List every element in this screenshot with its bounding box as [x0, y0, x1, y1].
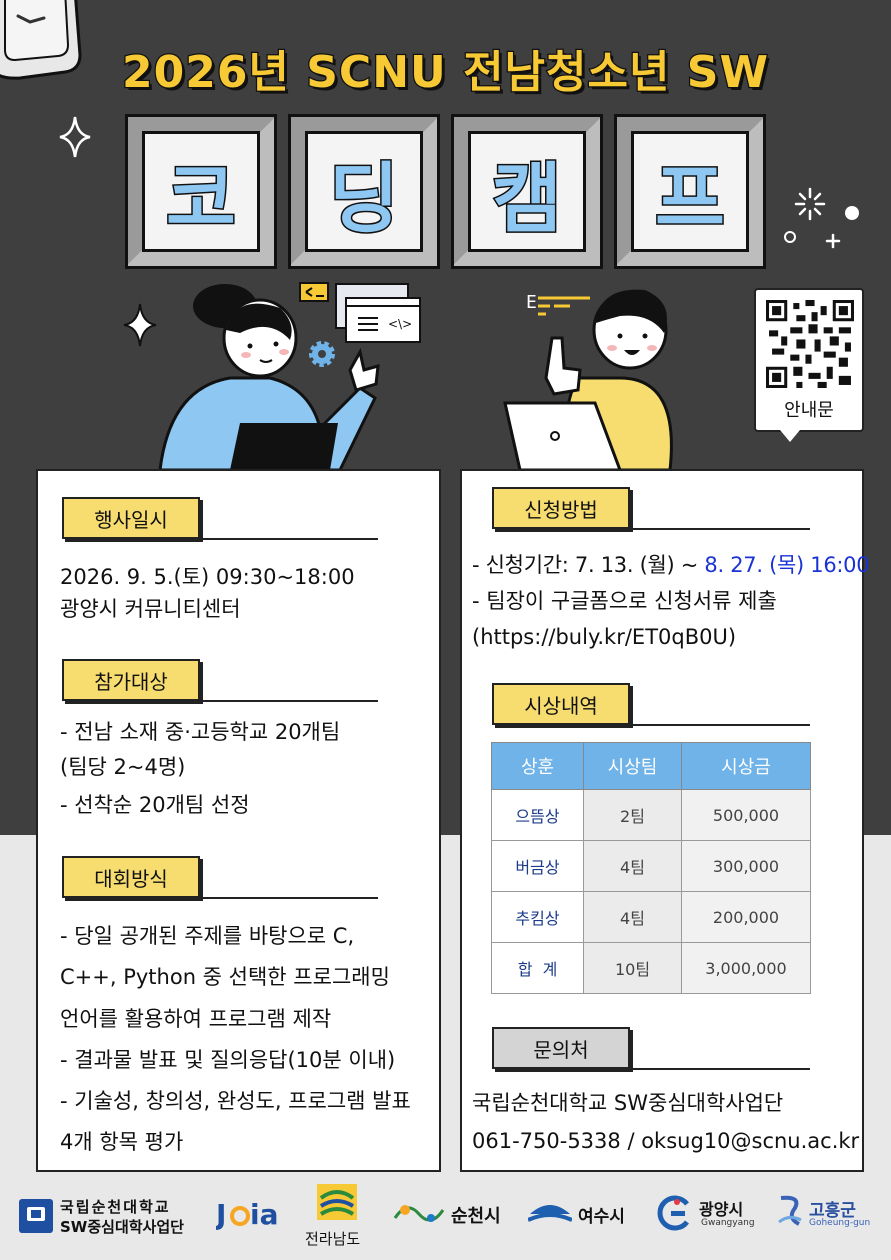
tile-glyph: 딩: [328, 152, 401, 244]
qr-code-icon[interactable]: [766, 300, 854, 388]
eligibility-line: - 선착순 20개팀 선정: [60, 793, 250, 817]
contact-phone-email[interactable]: 061-750-5338 / oksug10@scnu.ac.kr: [472, 1129, 860, 1153]
yeosu-name: 여수시: [578, 1207, 625, 1227]
page-title: 2026년 SCNU 전남청소년 SW: [121, 46, 770, 100]
table-cell: 추킴상: [491, 891, 584, 943]
table-cell: 4팀: [583, 891, 682, 943]
divider: [630, 1068, 810, 1070]
table-header: 시상팀: [583, 742, 682, 790]
divider: [200, 538, 378, 540]
gwangyang-en: Gwangyang: [701, 1218, 755, 1228]
contact-label: 문의처: [492, 1027, 630, 1069]
scnu-name: 국립순천대학교: [60, 1198, 171, 1216]
table-header: 상훈: [491, 742, 584, 790]
svg-text:<\>: <\>: [388, 317, 412, 331]
tile-co: 코: [125, 114, 277, 269]
table-cell: 합 계: [491, 942, 584, 994]
jeonnam-emblem-icon: [317, 1184, 357, 1220]
tile-glyph: 캠: [491, 152, 564, 244]
table-header-row: 상훈 시상팀 시상금: [491, 742, 811, 790]
keyboard-key-icon: [0, 0, 82, 80]
goheung-name: 고흥군: [809, 1201, 856, 1221]
suncheon-emblem-icon: [393, 1205, 445, 1222]
info-card-left: 행사일시 2026. 9. 5.(토) 09:30~18:00 광양시 커뮤니티…: [36, 469, 441, 1172]
format-line: 4개 항목 평가: [60, 1130, 184, 1154]
svg-text:J: J: [216, 1198, 226, 1231]
divider: [630, 724, 810, 726]
table-cell: 10팀: [583, 942, 682, 994]
svg-text:E: E: [526, 292, 537, 313]
format-line: 언어를 활용하여 프로그램 제작: [60, 1007, 332, 1031]
qr-code-box[interactable]: 안내문: [754, 288, 864, 432]
format-line: C++, Python 중 선택한 프로그래밍: [60, 965, 390, 989]
qr-speech-tail: [780, 430, 800, 442]
apply-period-text: - 신청기간: 7. 13. (월) ~: [472, 553, 705, 577]
suncheon-name: 순천시: [451, 1206, 501, 1227]
apply-deadline: 8. 27. (목) 16:00: [704, 553, 870, 577]
table-row: 추킴상 4팀 200,000: [491, 891, 811, 943]
divider: [200, 897, 378, 899]
table-row: 합 계 10팀 3,000,000: [491, 942, 811, 994]
scnu-emblem-icon: [19, 1199, 53, 1233]
eligibility-label: 참가대상: [62, 659, 200, 701]
title-tiles: 코 딩 캠 프: [125, 114, 785, 269]
goheung-emblem-icon: [778, 1195, 802, 1226]
apply-method: - 팀장이 구글폼으로 신청서류 제출: [472, 589, 777, 613]
divider: [200, 700, 378, 702]
format-line: - 기술성, 창의성, 완성도, 프로그램 발표: [60, 1089, 411, 1113]
joia-logo-icon: J ia: [216, 1198, 279, 1231]
svg-text:ia: ia: [250, 1198, 279, 1231]
schedule-venue: 광양시 커뮤니티센터: [60, 597, 241, 621]
apply-period: - 신청기간: 7. 13. (월) ~ 8. 27. (목) 16:00: [472, 549, 870, 582]
qr-label: 안내문: [784, 400, 834, 421]
format-line: - 당일 공개된 주제를 바탕으로 C,: [60, 924, 355, 948]
tile-glyph: 코: [165, 152, 238, 244]
contact-org: 국립순천대학교 SW중심대학사업단: [472, 1091, 784, 1115]
tile-peu: 프: [614, 114, 766, 269]
table-cell: 3,000,000: [681, 942, 811, 994]
jeonnam-name: 전라남도: [305, 1230, 361, 1248]
schedule-label: 행사일시: [62, 497, 200, 539]
table-cell: 2팀: [583, 789, 682, 841]
yeosu-emblem-icon: [528, 1205, 572, 1222]
schedule-datetime: 2026. 9. 5.(토) 09:30~18:00: [60, 565, 355, 589]
goheung-en: Goheung-gun: [809, 1218, 871, 1228]
table-cell: 으뜸상: [491, 789, 584, 841]
awards-table: 상훈 시상팀 시상금 으뜸상 2팀 500,000 버금상 4팀 300,000…: [491, 742, 811, 994]
apply-link[interactable]: (https://buly.kr/ET0qB0U): [472, 625, 737, 649]
table-cell: 버금상: [491, 840, 584, 892]
table-cell: 300,000: [681, 840, 811, 892]
awards-label: 시상내역: [492, 683, 630, 725]
eligibility-line: (팀당 2~4명): [60, 755, 186, 779]
burst-icon: [784, 187, 859, 249]
gwangyang-name: 광양시: [699, 1200, 744, 1219]
table-cell: 4팀: [583, 840, 682, 892]
tile-glyph: 프: [654, 152, 727, 244]
coding-people-illustration: <\> E: [158, 282, 673, 470]
tile-kaem: 캠: [451, 114, 603, 269]
info-card-right: 신청방법 - 신청기간: 7. 13. (월) ~ 8. 27. (목) 16:…: [460, 469, 870, 1172]
sparkle-icon: [59, 116, 91, 158]
apply-label: 신청방법: [492, 487, 630, 529]
eligibility-line: - 전남 소재 중·고등학교 20개팀: [60, 720, 341, 744]
table-cell: 200,000: [681, 891, 811, 943]
table-header: 시상금: [681, 742, 811, 790]
gwangyang-emblem-icon: [657, 1195, 689, 1231]
table-row: 으뜸상 2팀 500,000: [491, 789, 811, 841]
divider: [630, 528, 810, 530]
scnu-center: SW중심대학사업단: [60, 1218, 184, 1236]
format-label: 대회방식: [62, 856, 200, 898]
table-cell: 500,000: [681, 789, 811, 841]
table-row: 버금상 4팀 300,000: [491, 840, 811, 892]
footer-logos: 국립순천대학교 SW중심대학사업단 J ia 전라남도 순천시 여수시: [0, 1180, 891, 1260]
format-line: - 결과물 발표 및 질의응답(10분 이내): [60, 1048, 396, 1072]
tile-ding: 딩: [288, 114, 440, 269]
sparkle-icon: [123, 303, 157, 347]
